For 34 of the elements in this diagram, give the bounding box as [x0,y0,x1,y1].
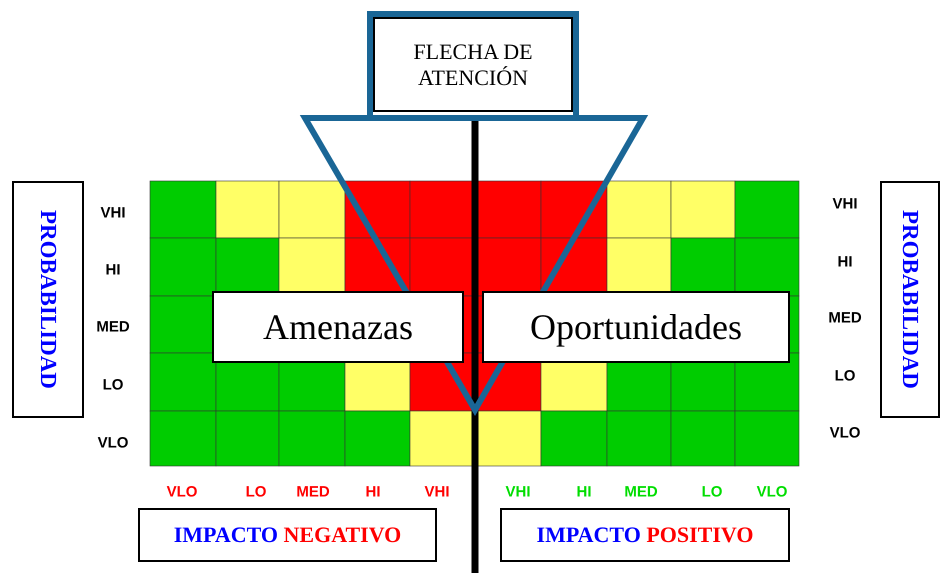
column-label: VHI [424,484,450,500]
column-label: LO [246,484,266,500]
threat-box [212,291,464,363]
axis-title: PROBABILIDAD [35,210,61,389]
row-label: LO [102,376,124,394]
row-label: LO [834,368,856,384]
row-label: VLO [98,434,128,452]
axis-title-box [12,181,84,418]
title-box [373,17,573,112]
column-label: MED [624,484,658,500]
axis-title: PROBABILIDAD [897,210,923,389]
column-label: VLO [756,484,788,500]
row-label: MED [828,310,862,326]
axis-title-box [500,508,790,562]
column-label: MED [296,484,330,500]
column-label: HI [576,484,592,500]
axis-title-box [138,508,437,562]
box-label: Oportunidades [530,306,742,348]
row-label: VHI [100,204,126,222]
opportunity-box [482,291,790,363]
row-label: HI [106,262,120,278]
column-label: VLO [166,484,198,500]
column-label: LO [702,484,722,500]
row-label: MED [96,318,130,336]
row-label: VLO [830,424,860,442]
row-label: VHI [832,196,858,212]
axis-title: IMPACTO POSITIVO [536,522,754,548]
axis-title-box [880,181,940,418]
row-label: HI [838,254,852,270]
box-label: FLECHA DE ATENCIÓN [412,38,534,90]
box-label: Amenazas [263,306,413,348]
column-label: VHI [506,484,530,500]
axis-title: IMPACTO NEGATIVO [174,522,402,548]
column-label: HI [366,484,380,500]
